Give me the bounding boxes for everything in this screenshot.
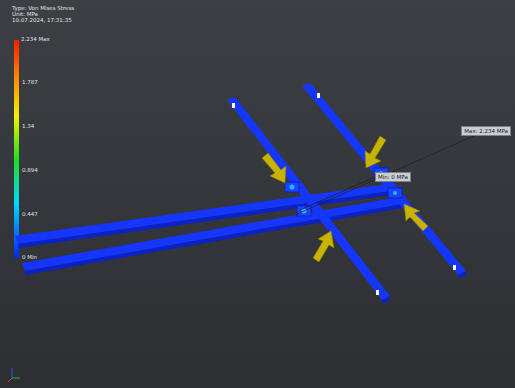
scale-value: 0.447 [22, 211, 38, 217]
color-scale-bar [14, 40, 19, 258]
scale-value: 0 Min [22, 254, 37, 260]
scale-value: 0.894 [22, 167, 38, 173]
view-triad [8, 368, 20, 382]
header-text: Type: Von Mises Stress [12, 5, 74, 11]
min-callout: Min: 0 MPa [375, 172, 411, 182]
header-text: Unit: MPa [12, 11, 38, 17]
leader-lines [297, 131, 485, 214]
header-text: 10.07.2024, 17:31:35 [12, 17, 72, 23]
scale-value: 2.234 Max [21, 36, 50, 42]
force-arrows [262, 136, 428, 262]
scale-value: 1.34 [22, 123, 34, 129]
max-callout: Max: 2.234 MPa [461, 126, 511, 136]
scale-value: 1.787 [22, 79, 38, 85]
beam-frame [15, 83, 466, 304]
